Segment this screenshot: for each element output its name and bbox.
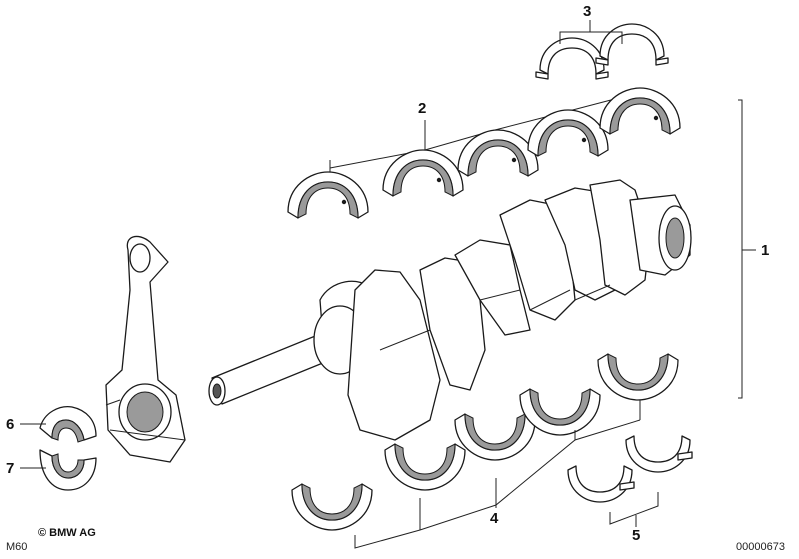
- crankshaft-icon: [208, 179, 692, 441]
- main-bearing-shell-4-icon: [527, 109, 609, 157]
- callout-2: 2: [418, 100, 427, 117]
- diagram-number: 00000673: [736, 541, 785, 553]
- callout-4-leader: [354, 400, 641, 549]
- connecting-rod-icon: [105, 235, 186, 463]
- main-bearing-lower-3-icon: [454, 413, 536, 461]
- thrust-bearing-upper-right-icon: [595, 23, 669, 66]
- rod-bearing-shell-lower-icon: [39, 449, 97, 491]
- callout-3: 3: [583, 3, 592, 20]
- callout-5: 5: [632, 527, 641, 544]
- main-bearing-shell-1-icon: [287, 171, 369, 219]
- main-bearing-lower-5-icon: [597, 353, 679, 401]
- main-bearing-lower-1-icon: [291, 483, 373, 531]
- model-code: M60: [6, 541, 28, 553]
- rod-bearing-shell-upper-icon: [39, 406, 97, 443]
- main-bearing-shell-2-icon: [382, 149, 464, 197]
- thrust-bearing-lower-right-icon: [625, 435, 693, 473]
- callout-6: 6: [6, 416, 15, 433]
- thrust-bearing-lower-left-icon: [567, 465, 635, 503]
- callout-6-7-leaders: [20, 423, 46, 469]
- callout-5-leader: [609, 492, 659, 527]
- callout-1-leader: [738, 99, 756, 399]
- main-bearing-shell-5-icon: [599, 87, 681, 135]
- callout-7: 7: [6, 460, 15, 477]
- callout-3-leader: [559, 20, 623, 44]
- copyright-text: © BMW AG: [38, 527, 96, 539]
- main-bearing-lower-2-icon: [384, 443, 466, 491]
- callout-1: 1: [761, 242, 770, 259]
- callout-4: 4: [490, 510, 499, 527]
